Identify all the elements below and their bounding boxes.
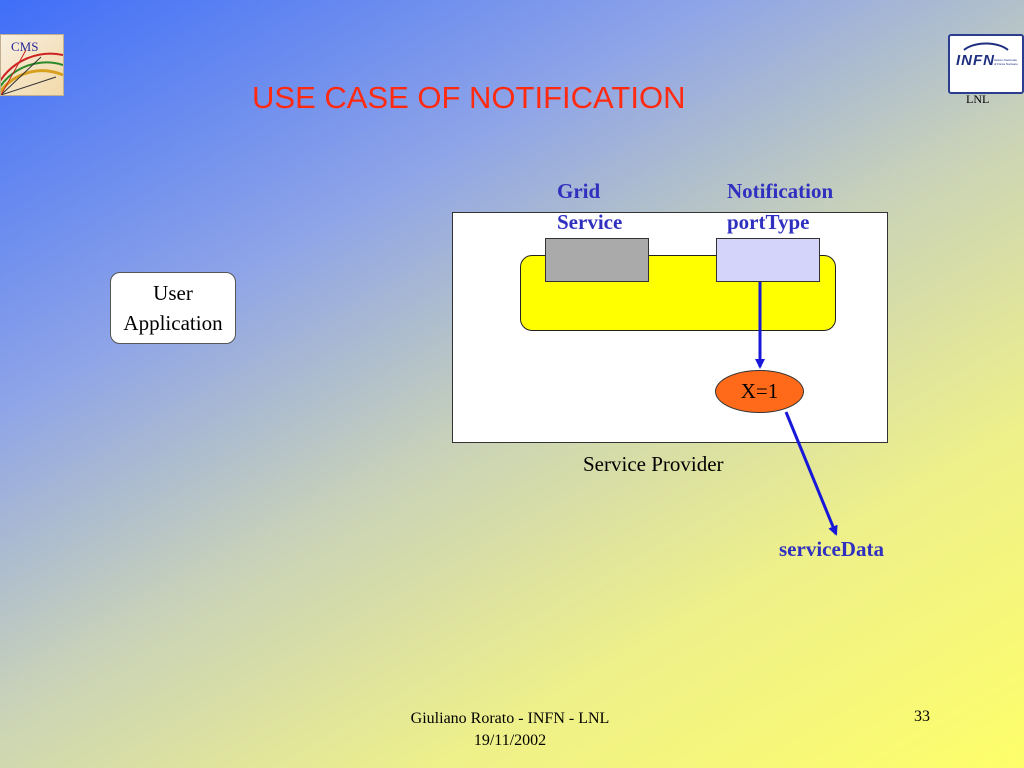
state-to-servicedata-arrow bbox=[784, 411, 838, 536]
footer-author-line: Giuliano Rorato - INFN - LNL bbox=[410, 710, 610, 727]
page-number: 33 bbox=[914, 708, 930, 725]
user-application-line2: Application bbox=[123, 311, 223, 335]
state-oval: X=1 bbox=[715, 370, 804, 413]
grid-service-label: Grid Service bbox=[557, 176, 622, 238]
user-application-box: User Application bbox=[110, 272, 236, 344]
notification-label-line1: Notification bbox=[727, 179, 834, 203]
grid-service-porttype-box bbox=[545, 238, 649, 282]
service-data-label: serviceData bbox=[779, 537, 884, 561]
notification-porttype-box bbox=[716, 238, 820, 282]
infn-logo: INFN Istituto Nazionale di Fisica Nuclea… bbox=[948, 34, 1024, 94]
service-provider-label: Service Provider bbox=[583, 452, 724, 476]
cms-logo: CMS bbox=[0, 34, 64, 96]
infn-logo-text: INFN bbox=[956, 52, 995, 69]
lnl-label: LNL bbox=[966, 92, 990, 106]
user-application-line1: User bbox=[153, 281, 193, 305]
footer-date: 19/11/2002 bbox=[473, 732, 547, 749]
footer-author: Giuliano Rorato - INFN - LNL 19/11/2002 bbox=[360, 708, 660, 752]
slide-title: USE CASE OF NOTIFICATION bbox=[252, 80, 686, 115]
cms-logo-text: CMS bbox=[11, 39, 39, 54]
notification-label-line2: portType bbox=[727, 210, 810, 234]
infn-logo-subtext: Istituto Nazionale di Fisica Nucleare bbox=[994, 58, 1018, 66]
infn-arc-icon bbox=[963, 42, 1009, 51]
cms-detector-icon bbox=[1, 49, 63, 95]
grid-service-label-line1: Grid bbox=[557, 179, 601, 203]
notification-porttype-label: Notification portType bbox=[727, 176, 833, 238]
grid-service-label-line2: Service bbox=[557, 210, 623, 234]
